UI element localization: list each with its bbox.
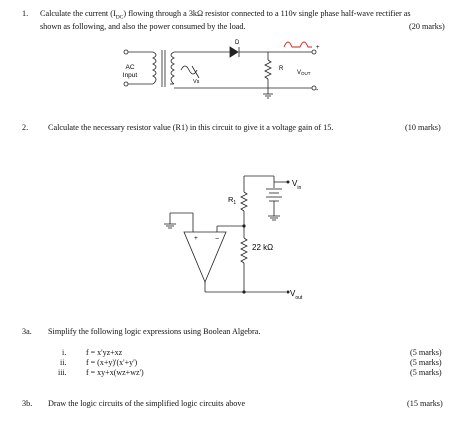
resistor-22k <box>240 237 248 264</box>
q1-text-part1: Calculate the current (I <box>40 9 116 18</box>
q3a-item-2-expr: f = (x+y)'(x'+y') <box>86 358 138 367</box>
q3a-item-1-marks: (5 marks) <box>410 348 442 357</box>
q3a-item-2-marks: (5 marks) <box>410 358 442 367</box>
vout-terminal-top <box>311 49 317 55</box>
transformer-primary-coil <box>152 51 157 85</box>
r2-label: 22 kΩ <box>252 243 273 252</box>
q2-number: 2. <box>22 123 29 132</box>
diode-label: D <box>235 40 240 46</box>
opamp-minus-label: − <box>215 236 219 243</box>
vout-plus-label: + <box>316 45 320 51</box>
vin-label: Vin <box>292 179 301 191</box>
q2-text: Calculate the necessary resistor value (… <box>48 123 334 132</box>
vs-label: Vs <box>193 79 200 85</box>
q3a-number: 3a. <box>22 327 32 336</box>
q1-text-line1: Calculate the current (IDC) flowing thro… <box>40 9 411 23</box>
vout-terminal <box>286 290 290 294</box>
feedback-node-dot <box>242 224 246 228</box>
q1-text-part2: ) flowing through a 3kΩ resistor connect… <box>123 9 411 18</box>
q3b-number: 3b. <box>22 399 33 408</box>
q3a-item-1-num: i. <box>62 348 67 357</box>
load-r-label: R <box>279 66 284 72</box>
resistor-r1 <box>240 191 248 212</box>
q3a-text: Simplify the following logic expressions… <box>48 327 261 336</box>
q3a-item-3-marks: (5 marks) <box>410 368 442 377</box>
vout-label-q2: Vout <box>290 289 303 301</box>
q1-marks: (20 marks) <box>409 22 445 31</box>
vout-label: VOUT <box>297 70 311 76</box>
q3b-marks: (15 marks) <box>407 399 443 408</box>
ac-label: AC <box>125 64 134 71</box>
q3a-item-3-num: iii. <box>58 368 67 377</box>
diode-symbol <box>229 46 239 58</box>
vout-terminal-bottom <box>311 85 317 91</box>
opamp-plus-label: + <box>194 235 198 242</box>
input-label: Input <box>123 72 138 79</box>
q3a-item-2-num: ii. <box>60 358 67 367</box>
q1-text-line2: shown as following, and also the power c… <box>40 22 246 31</box>
transformer-secondary-coil <box>170 51 175 85</box>
secondary-sine-wave-icon <box>180 65 198 75</box>
q2-marks: (10 marks) <box>405 123 441 132</box>
op-amp-symbol <box>183 231 227 284</box>
q3b-text: Draw the logic circuits of the simplifie… <box>48 399 246 408</box>
load-resistor <box>264 59 272 80</box>
r1-label: R1 <box>228 195 236 206</box>
q1-text-sub: DC <box>115 14 124 21</box>
q3a-item-3-expr: f = xy+x(wz+wz') <box>86 368 144 377</box>
vin-terminal <box>286 180 290 184</box>
half-wave-output-icon <box>283 41 312 48</box>
q3a-item-1-expr: f = x'yz+xz <box>86 348 123 357</box>
q1-number: 1. <box>22 9 29 18</box>
vout-minus-label: - <box>316 87 319 94</box>
output-node-dot <box>242 290 246 294</box>
